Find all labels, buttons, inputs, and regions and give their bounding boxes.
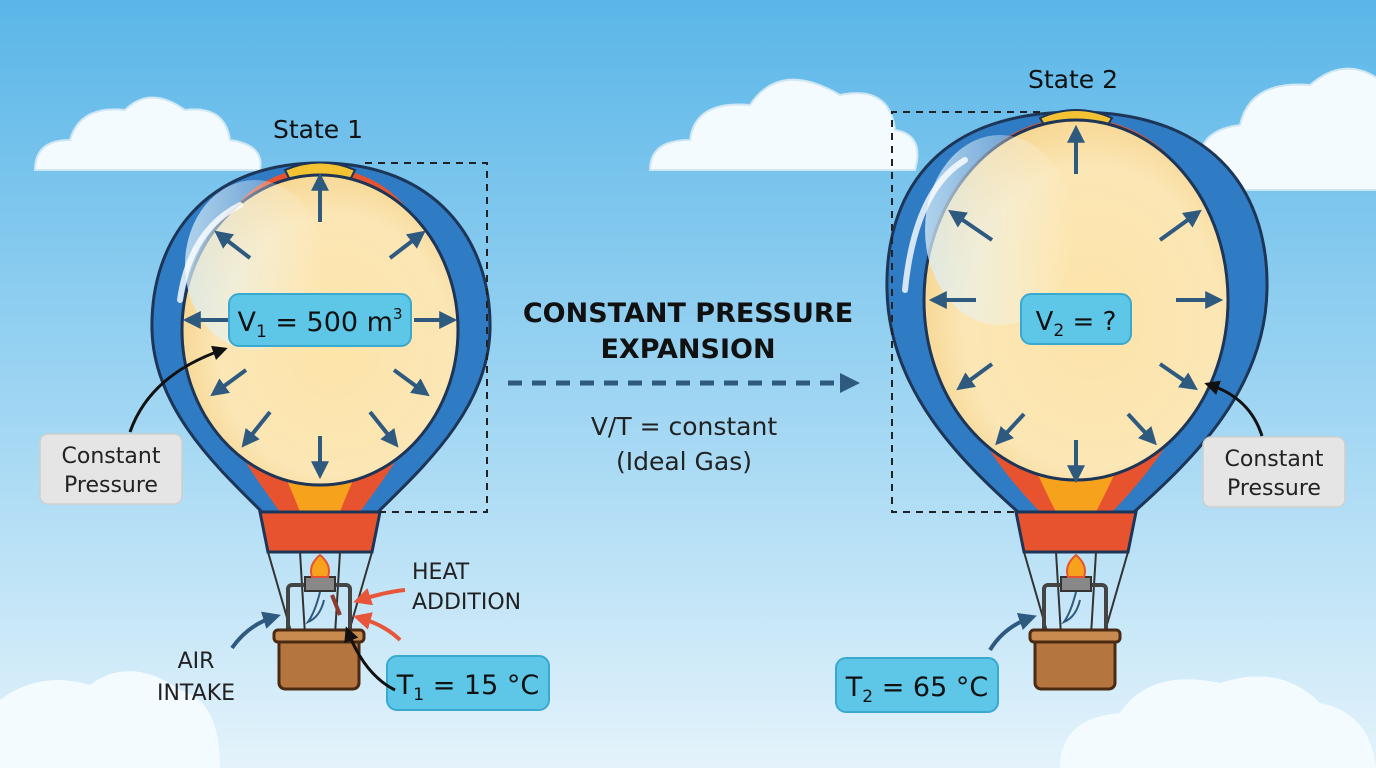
pressure-label-state-1-line-2: Pressure — [64, 473, 158, 498]
heat-label-line-1: HEAT — [412, 560, 470, 585]
pressure-label-state-1-line-1: Constant — [62, 444, 161, 469]
temperature-badge-state-1 — [386, 655, 550, 711]
volume-label-state-2: V2 = ? — [1036, 307, 1117, 341]
pointer-arrow — [1204, 380, 1264, 437]
air-label-line-2: INTAKE — [157, 681, 235, 706]
temperature-label-state-2: T2 = 65 °C — [845, 672, 988, 707]
pressure-arrows-state-2 — [928, 124, 1224, 484]
flame-icon — [310, 553, 330, 578]
cloud-icon — [33, 96, 262, 171]
volume-label-state-1: V1 = 500 m3 — [237, 305, 402, 342]
cloud-icon — [648, 78, 919, 171]
cloud-icon — [0, 671, 220, 768]
pressure-label-state-2-line-2: Pressure — [1227, 476, 1321, 501]
pointer-arrow — [128, 345, 228, 433]
pressure-arrows-state-1 — [182, 172, 458, 480]
state-2-title: State 2 — [1028, 65, 1118, 94]
heat-label-line-2: ADDITION — [412, 590, 521, 615]
air-intake-arrow — [988, 613, 1037, 652]
law-line-1: V/T = constant — [591, 412, 778, 441]
volume-badge-state-2 — [1020, 293, 1132, 345]
temperature-label-state-1: T1 = 15 °C — [396, 670, 539, 705]
process-title-line-2: EXPANSION — [600, 334, 775, 365]
pressure-badge-state-1 — [39, 433, 183, 505]
volume-badge-state-1 — [228, 293, 412, 347]
pressure-label-state-2-line-1: Constant — [1225, 447, 1324, 472]
cloud-icon — [1060, 676, 1376, 768]
pressure-badge-state-2 — [1202, 436, 1346, 508]
pointer-arrow — [344, 626, 396, 692]
balloon-state-2 — [885, 109, 1269, 691]
process-title-line-1: CONSTANT PRESSURE — [523, 298, 853, 329]
temperature-badge-state-2 — [835, 657, 999, 713]
state-1-title: State 1 — [273, 115, 363, 144]
law-line-2: (Ideal Gas) — [616, 447, 752, 476]
heat-arrows — [353, 588, 406, 642]
volume-boundary-state-1 — [365, 162, 488, 513]
air-intake-arrow — [230, 611, 281, 650]
air-label-line-1: AIR — [178, 649, 215, 674]
flame-icon — [1066, 553, 1086, 578]
